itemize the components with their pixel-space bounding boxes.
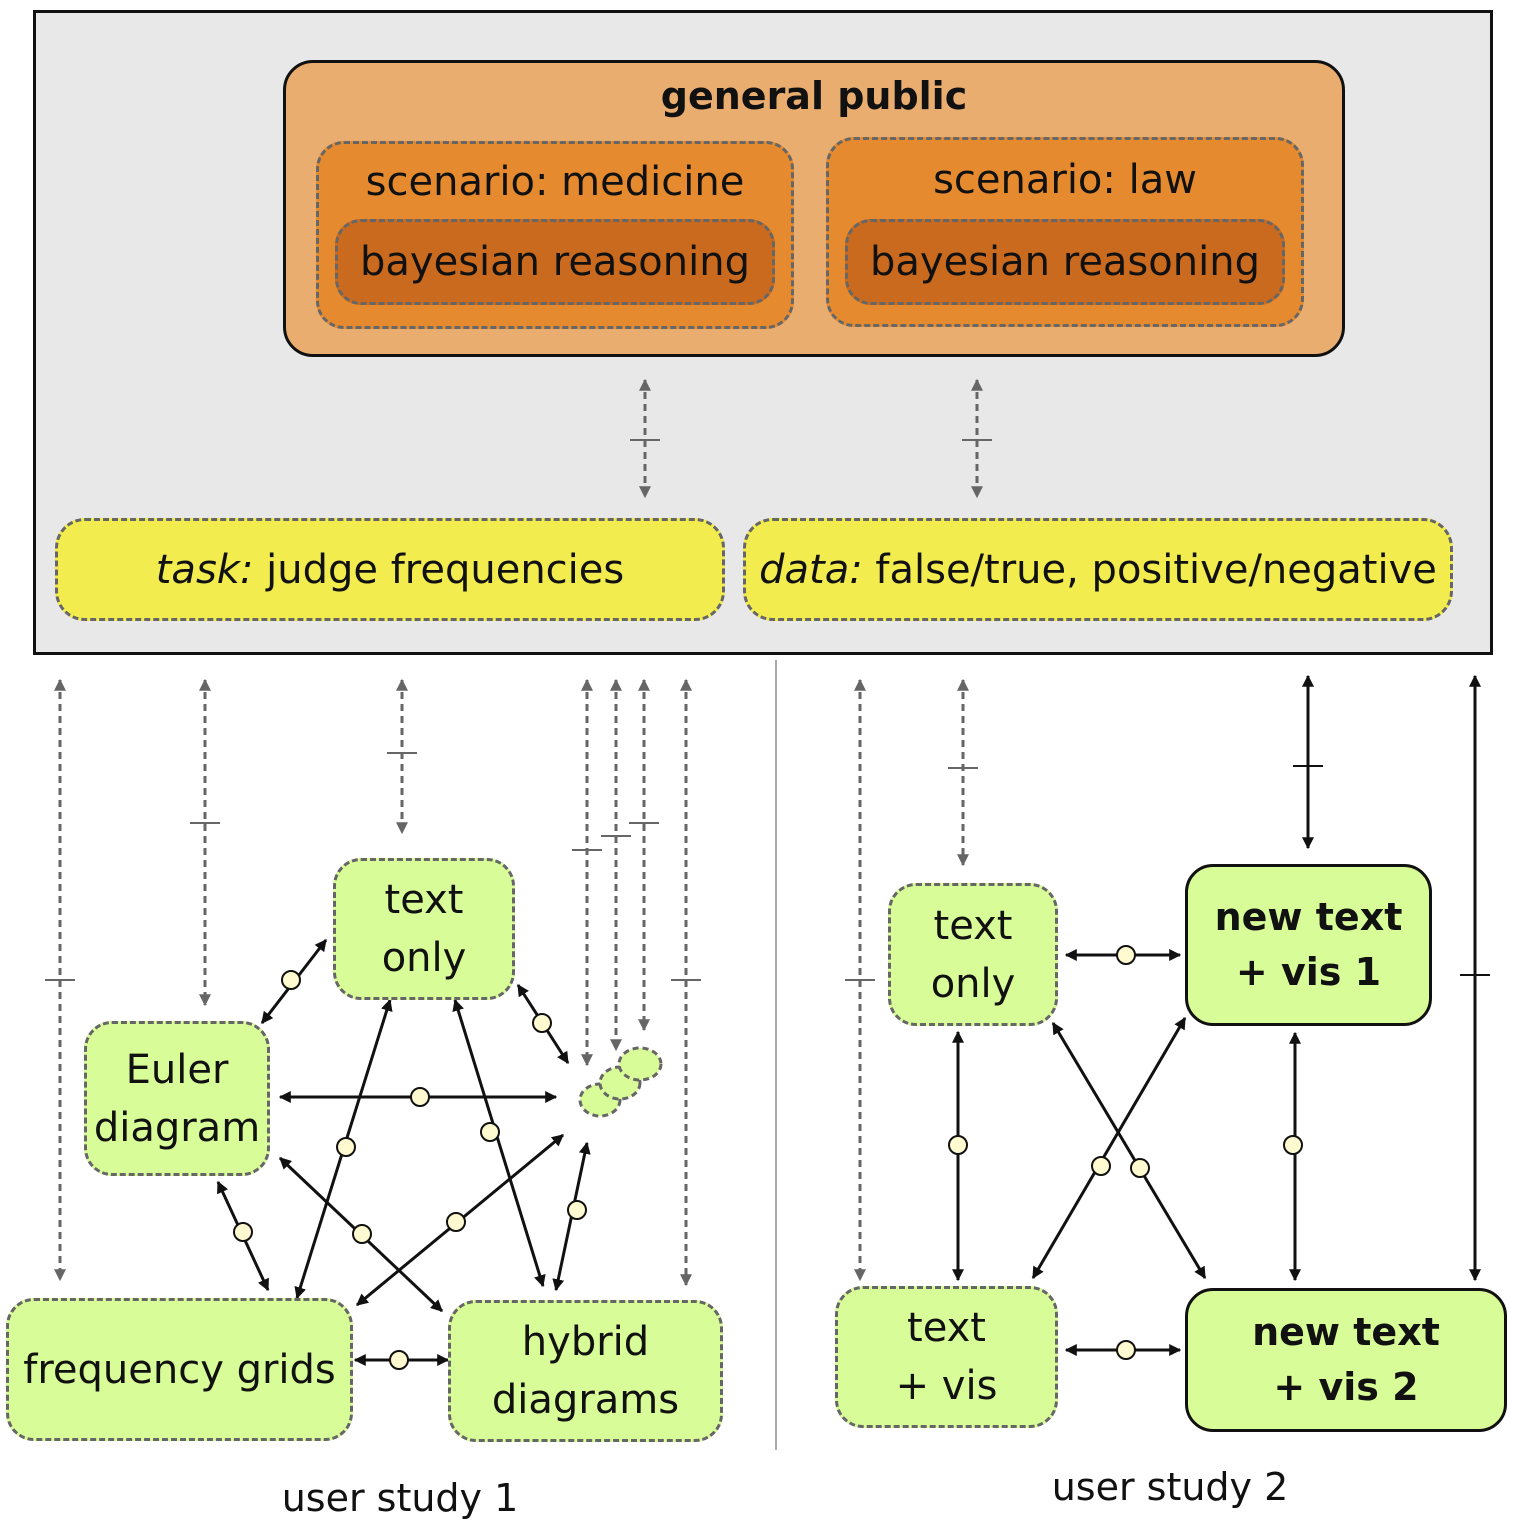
s2-text-vis-line2: + vis — [895, 1363, 998, 1409]
s2-text-vis-line1: text — [907, 1305, 986, 1351]
s2-new-vis1-line1: new text — [1214, 894, 1403, 939]
s2-new-vis1-line2: + vis 1 — [1235, 950, 1382, 994]
s2-text-only-line1: text — [933, 902, 1013, 949]
s2-text-vis-box: text + vis — [835, 1286, 1058, 1428]
study2-caption: user study 2 — [1051, 1465, 1289, 1509]
study1-links — [216, 939, 591, 1366]
general-public-title: general public — [660, 74, 968, 118]
study1-small-conditions — [578, 1046, 663, 1118]
study2-link-markers — [948, 945, 1303, 1360]
study1-caption: user study 1 — [281, 1476, 519, 1520]
task-prefix: task: — [155, 546, 254, 593]
scenario-law-label: scenario: law — [933, 157, 1197, 203]
s2-new-vis2-line1: new text — [1252, 1309, 1440, 1354]
task-text: judge frequencies — [253, 546, 625, 593]
study1-link-markers — [233, 970, 587, 1370]
s1-euler-line2: diagram — [93, 1104, 261, 1151]
s1-hybrid-line1: hybrid — [521, 1319, 650, 1365]
task-box: task: judge frequencies — [55, 518, 725, 621]
s1-text-only-line1: text — [384, 877, 464, 923]
data-prefix: data: — [759, 546, 863, 593]
data-text: false/true, positive/negative — [862, 546, 1437, 593]
s2-text-only-line2: only — [930, 960, 1016, 1007]
s1-text-only-line2: only — [381, 935, 467, 981]
s1-hybrid-line2: diagrams — [491, 1377, 680, 1423]
s1-frequency-grids-box: frequency grids — [6, 1298, 353, 1441]
s1-euler-line1: Euler — [125, 1046, 229, 1093]
s1-text-only-box: text only — [333, 858, 515, 1000]
s2-new-vis2-line2: + vis 2 — [1273, 1365, 1419, 1409]
s2-new-text-vis2-box: new text + vis 2 — [1185, 1288, 1507, 1432]
data-box: data: false/true, positive/negative — [743, 518, 1453, 621]
bayesian-reasoning-medicine: bayesian reasoning — [335, 219, 775, 305]
study2-links — [952, 949, 1301, 1356]
s2-new-text-vis1-box: new text + vis 1 — [1185, 864, 1432, 1026]
scenario-medicine-label: scenario: medicine — [365, 159, 745, 205]
s1-frequency-grids-label: frequency grids — [23, 1346, 336, 1393]
study2-vertical-solid-links — [1302, 674, 1481, 1282]
study-divider — [775, 660, 777, 1450]
s1-euler-diagram-box: Euler diagram — [84, 1021, 270, 1176]
s2-text-only-box: text only — [888, 883, 1058, 1026]
bayesian-reasoning-law: bayesian reasoning — [845, 219, 1285, 305]
s1-hybrid-diagrams-box: hybrid diagrams — [448, 1300, 723, 1442]
